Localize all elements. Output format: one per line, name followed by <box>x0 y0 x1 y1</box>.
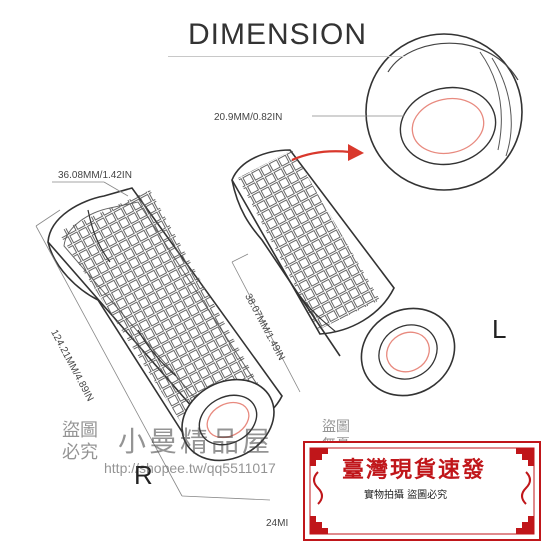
page-title: DIMENSION <box>188 18 368 51</box>
watermark-right-mark-top: 盜圖 <box>322 418 350 434</box>
outer-diameter-label: 36.08MM/1.42IN <box>58 170 132 181</box>
watermark-left-mark-top: 盜圖 <box>62 420 98 440</box>
watermark-left-mark-bottom: 必究 <box>62 442 98 462</box>
left-grip-label: L <box>492 314 507 344</box>
end-diameter-label: 24MI <box>266 518 289 529</box>
right-grip-end <box>181 378 275 462</box>
arrow-head <box>348 144 364 161</box>
title-underline <box>168 56 404 57</box>
stamp-badge: 臺灣現貨速發 實物拍攝 盜圖必究 <box>300 438 544 544</box>
watermark-shop-name: 小曼精品屋 <box>118 426 274 457</box>
dimension-lines <box>35 115 404 501</box>
stamp-title: 臺灣現貨速發 <box>342 457 487 483</box>
stamp-frame <box>303 441 541 541</box>
left-grip-end <box>360 307 456 397</box>
right-grip-label: R <box>134 460 153 490</box>
zoom-arrow <box>291 150 351 162</box>
zoom-detail <box>365 33 523 191</box>
watermark-url: http://shopee.tw/qq5511017 <box>104 460 276 476</box>
inner-diameter-label: 20.9MM/0.82IN <box>214 112 283 123</box>
stamp-subtitle: 實物拍攝 盜圖必究 <box>364 490 448 501</box>
